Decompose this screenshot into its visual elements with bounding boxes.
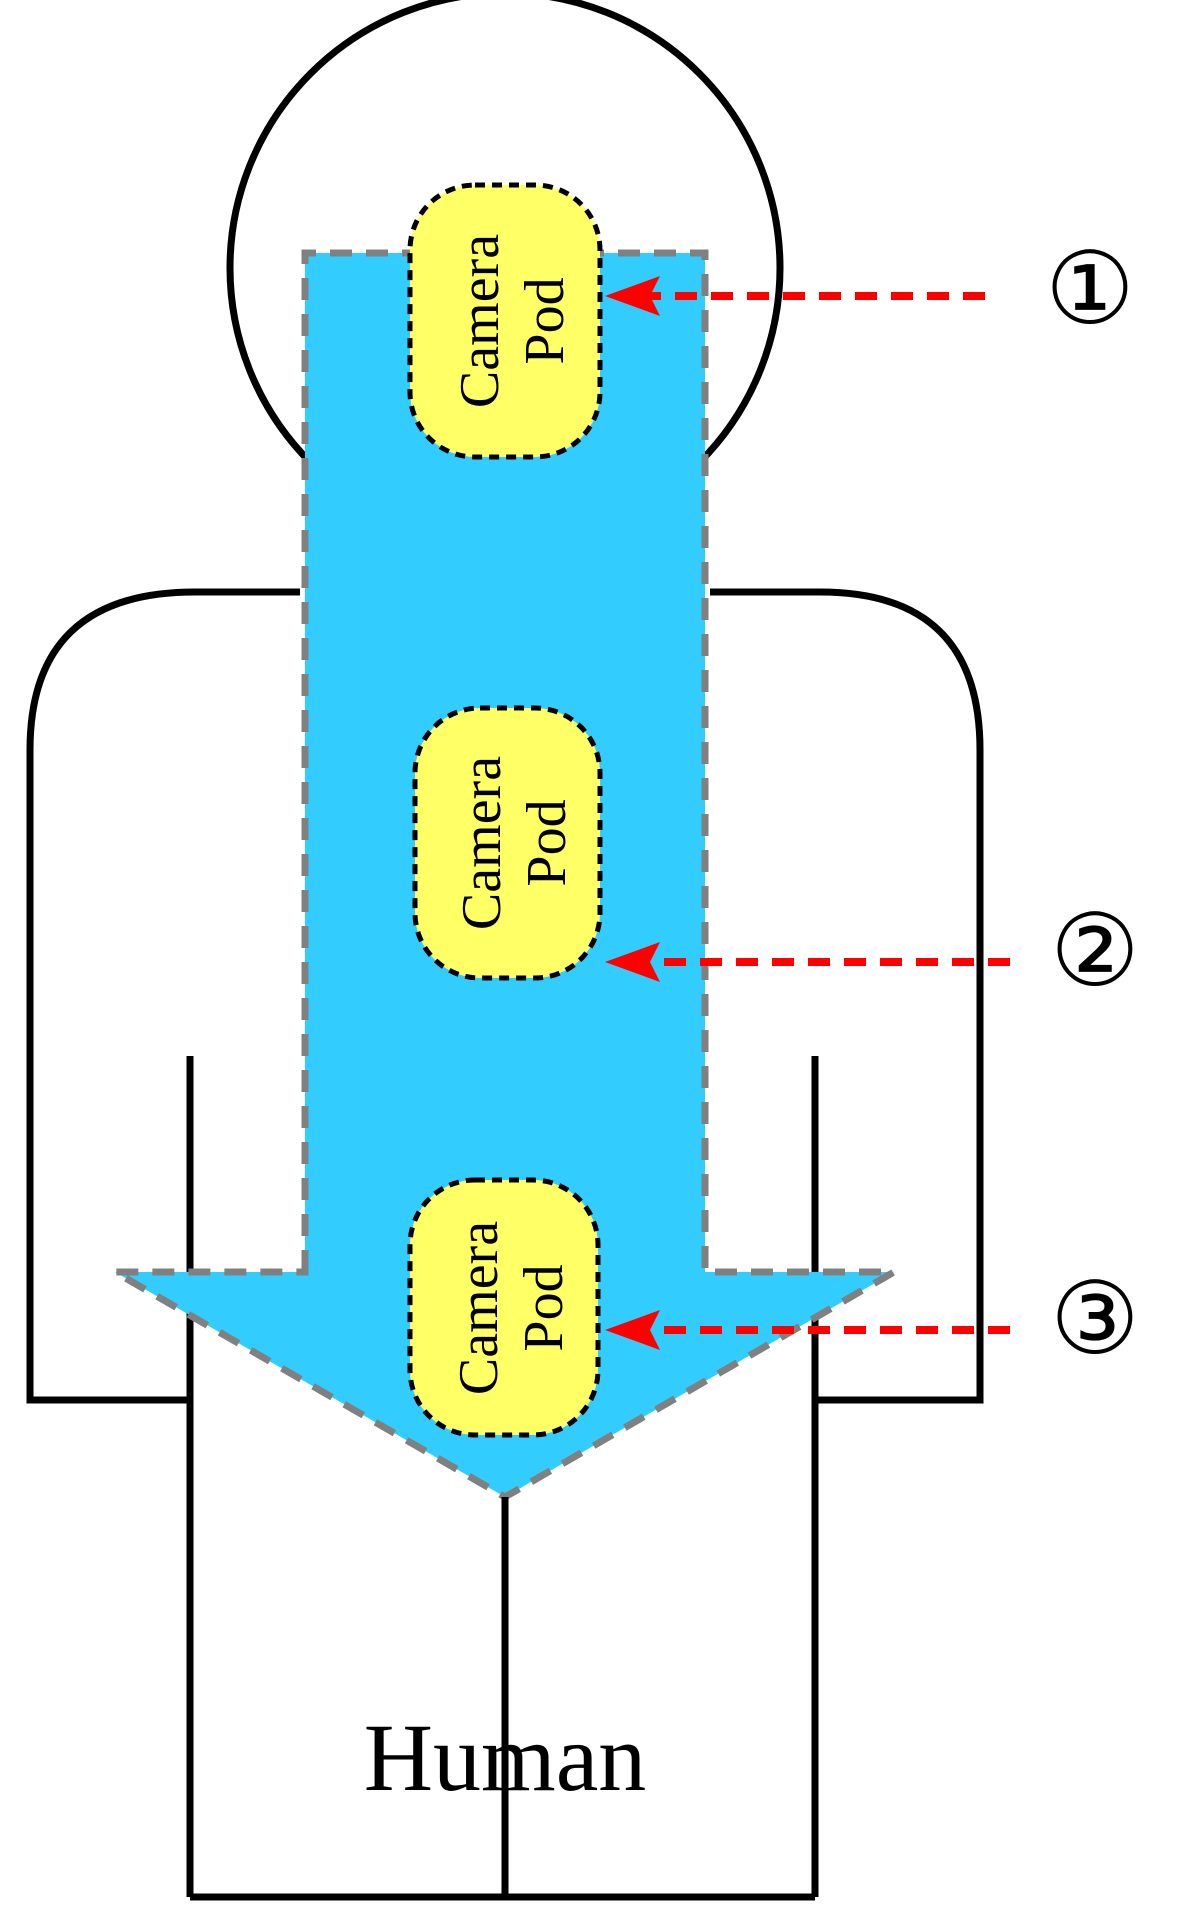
- camera-pod-1: [407, 182, 603, 460]
- camera-pod-3-line1: Camera: [448, 1221, 510, 1395]
- pointer-1: [605, 276, 985, 316]
- marker-1: ①: [1045, 234, 1135, 345]
- pointer-2: [605, 942, 1010, 982]
- pointer-3-arrowhead: [605, 1310, 660, 1350]
- human-torso: [26, 588, 984, 1404]
- pointer-3: [605, 1310, 1010, 1350]
- camera-pod-1-line2: Pod: [514, 277, 576, 364]
- pod-3-group: Camera Pod: [407, 1177, 601, 1438]
- marker-2: ②: [1050, 896, 1140, 1007]
- human-label: Human: [364, 1704, 647, 1811]
- camera-pod-2: [412, 705, 603, 981]
- pod-2-group: Camera Pod: [412, 705, 603, 981]
- pointer-2-arrowhead: [605, 942, 660, 982]
- pointer-1-arrowhead: [605, 276, 660, 316]
- camera-pod-2-line2: Pod: [516, 799, 578, 886]
- pod-1-group: Camera Pod: [407, 182, 603, 460]
- camera-pod-1-line1: Camera: [449, 234, 511, 408]
- marker-3: ③: [1050, 1264, 1140, 1375]
- camera-pod-3: [407, 1177, 601, 1438]
- arrow-outline: [101, 249, 908, 1502]
- camera-pod-3-line2: Pod: [513, 1264, 575, 1351]
- camera-pod-2-line1: Camera: [451, 756, 513, 930]
